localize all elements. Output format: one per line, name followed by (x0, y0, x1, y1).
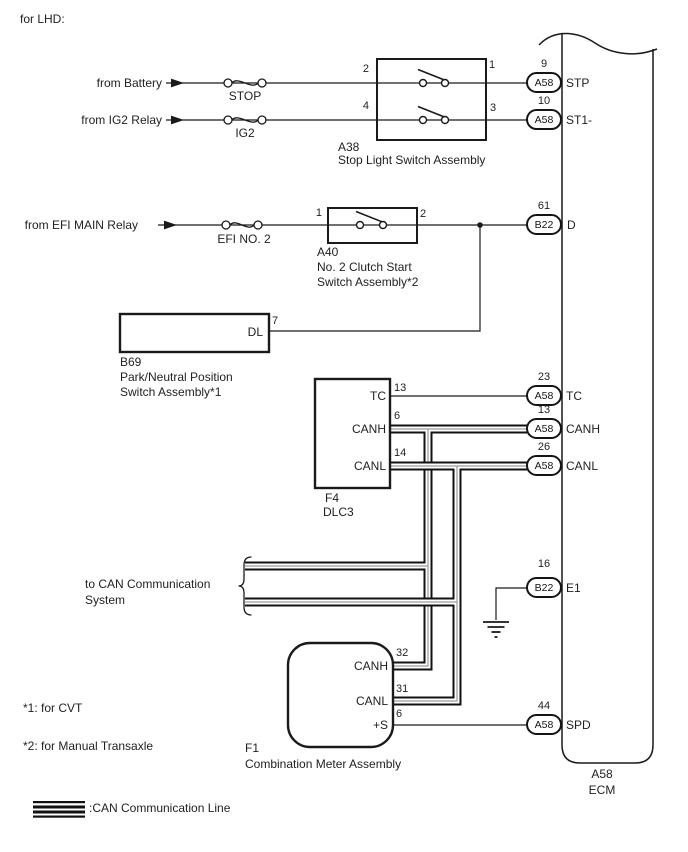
ecm-terminal-stp: STP (566, 76, 590, 90)
connector-oval-canl: A58 (526, 455, 562, 476)
dlc3-pin-6: 6 (394, 410, 401, 422)
clutch-start-switch-box (327, 207, 418, 244)
can-high-center (245, 428, 527, 667)
wires (158, 82, 528, 726)
fuse-ig2-label: IG2 (235, 126, 255, 140)
stop-light-switch-box (376, 58, 487, 141)
fuse-stop-label: STOP (228, 89, 262, 103)
variant-label: for LHD: (20, 12, 65, 26)
connector-oval-spd: A58 (526, 714, 562, 735)
meter-pin-6: 6 (396, 708, 403, 720)
ecm-pin-44: 44 (537, 700, 551, 712)
connector-oval-stp: A58 (526, 72, 562, 93)
junction-dot (477, 222, 483, 228)
meter-terminal-plus-s: +S (372, 718, 388, 732)
dlc3-pin-13: 13 (394, 382, 407, 394)
ecm-name: ECM (588, 783, 616, 797)
source-battery-label: from Battery (96, 76, 162, 90)
a38-name: Stop Light Switch Assembly (338, 153, 486, 167)
can-line-legend-icon (33, 801, 85, 818)
dlc3-terminal-tc: TC (370, 389, 386, 403)
flow-arrows (164, 78, 184, 230)
ecm-pin-26: 26 (537, 441, 551, 453)
meter-terminal-canh: CANH (353, 659, 388, 673)
meter-pin-31: 31 (396, 683, 409, 695)
ecm-terminal-spd: SPD (566, 718, 591, 732)
fuse-efi-no2-label: EFI NO. 2 (217, 232, 271, 246)
b69-name-line1: Park/Neutral Position (120, 370, 233, 384)
a38-code: A38 (338, 140, 360, 154)
arrow-icon (171, 78, 184, 88)
a40-code: A40 (317, 245, 339, 259)
footnote-manual-transaxle: *2: for Manual Transaxle (23, 739, 154, 753)
fuse-efi-icon (221, 220, 263, 230)
source-efi-main-relay-label: from EFI MAIN Relay (24, 218, 138, 232)
pnp-switch-box (118, 312, 271, 354)
ecm-pin-23: 23 (537, 371, 551, 383)
a40-pin-1: 1 (315, 207, 322, 219)
dlc3-pin-14: 14 (394, 447, 407, 459)
arrow-icon (171, 115, 184, 125)
dlc3-code: F4 (325, 491, 340, 505)
combination-meter-box (286, 641, 395, 749)
b69-terminal-dl: DL (247, 325, 263, 339)
a40-name-line2: Switch Assembly*2 (317, 275, 419, 289)
meter-name: Combination Meter Assembly (245, 757, 402, 771)
fuse-stop-icon (223, 78, 267, 88)
ecm-terminal-tc: TC (566, 389, 582, 403)
a38-pin-1: 1 (489, 59, 496, 71)
ground-icon (483, 621, 509, 638)
dlc3-box (313, 377, 392, 490)
b69-code: B69 (120, 355, 142, 369)
a38-pin-3: 3 (490, 102, 497, 114)
ecm-terminal-canl: CANL (566, 459, 599, 473)
can-lines (245, 424, 527, 706)
b69-pin-7: 7 (272, 315, 279, 327)
brace-icon (238, 556, 252, 616)
footnote-cvt: *1: for CVT (23, 701, 83, 715)
switch-contact-icon (417, 105, 450, 125)
can-system-label-line2: System (85, 593, 126, 607)
connector-oval-st1: A58 (526, 109, 562, 130)
connector-oval-canh: A58 (526, 418, 562, 439)
can-system-label-line1: to CAN Communication (85, 577, 211, 591)
ecm-terminal-st1: ST1- (566, 113, 593, 127)
dlc3-terminal-canl: CANL (353, 459, 386, 473)
ecm-terminal-d: D (567, 218, 576, 232)
b69-name-line2: Switch Assembly*1 (120, 385, 222, 399)
can-line-legend-label: :CAN Communication Line (89, 801, 231, 815)
dlc3-name: DLC3 (323, 505, 354, 519)
ecm-pin-61: 61 (537, 200, 551, 212)
meter-pin-32: 32 (396, 647, 409, 659)
ecm-pin-16: 16 (537, 558, 551, 570)
a40-name-line1: No. 2 Clutch Start (317, 260, 412, 274)
wire-dl (269, 225, 481, 332)
dlc3-terminal-canh: CANH (351, 422, 386, 436)
switch-contact-icon (355, 210, 388, 230)
a38-pin-4: 4 (362, 100, 369, 112)
connector-oval-d: B22 (526, 214, 562, 235)
connector-oval-e1: B22 (526, 577, 562, 598)
ecm-outline (561, 33, 654, 764)
ecm-pin-10: 10 (537, 95, 551, 107)
meter-code: F1 (245, 741, 260, 755)
ecm-code: A58 (591, 767, 613, 781)
can-low-center (245, 465, 527, 702)
source-ig2-relay-label: from IG2 Relay (81, 113, 162, 127)
ecm-pin-13: 13 (537, 404, 551, 416)
ecm-torn-edge (538, 32, 658, 55)
fuse-ig2-icon (223, 115, 267, 125)
ecm-terminal-e1: E1 (566, 581, 581, 595)
ecm-terminal-canh: CANH (566, 422, 601, 436)
connector-oval-tc: A58 (526, 385, 562, 406)
arrow-icon (164, 220, 177, 230)
meter-terminal-canl: CANL (355, 694, 388, 708)
a40-pin-2: 2 (420, 208, 427, 220)
ecm-pin-9: 9 (540, 58, 548, 70)
wire-e1-ground (495, 587, 528, 620)
switch-contact-icon (417, 68, 450, 88)
a38-pin-2: 2 (362, 63, 369, 75)
